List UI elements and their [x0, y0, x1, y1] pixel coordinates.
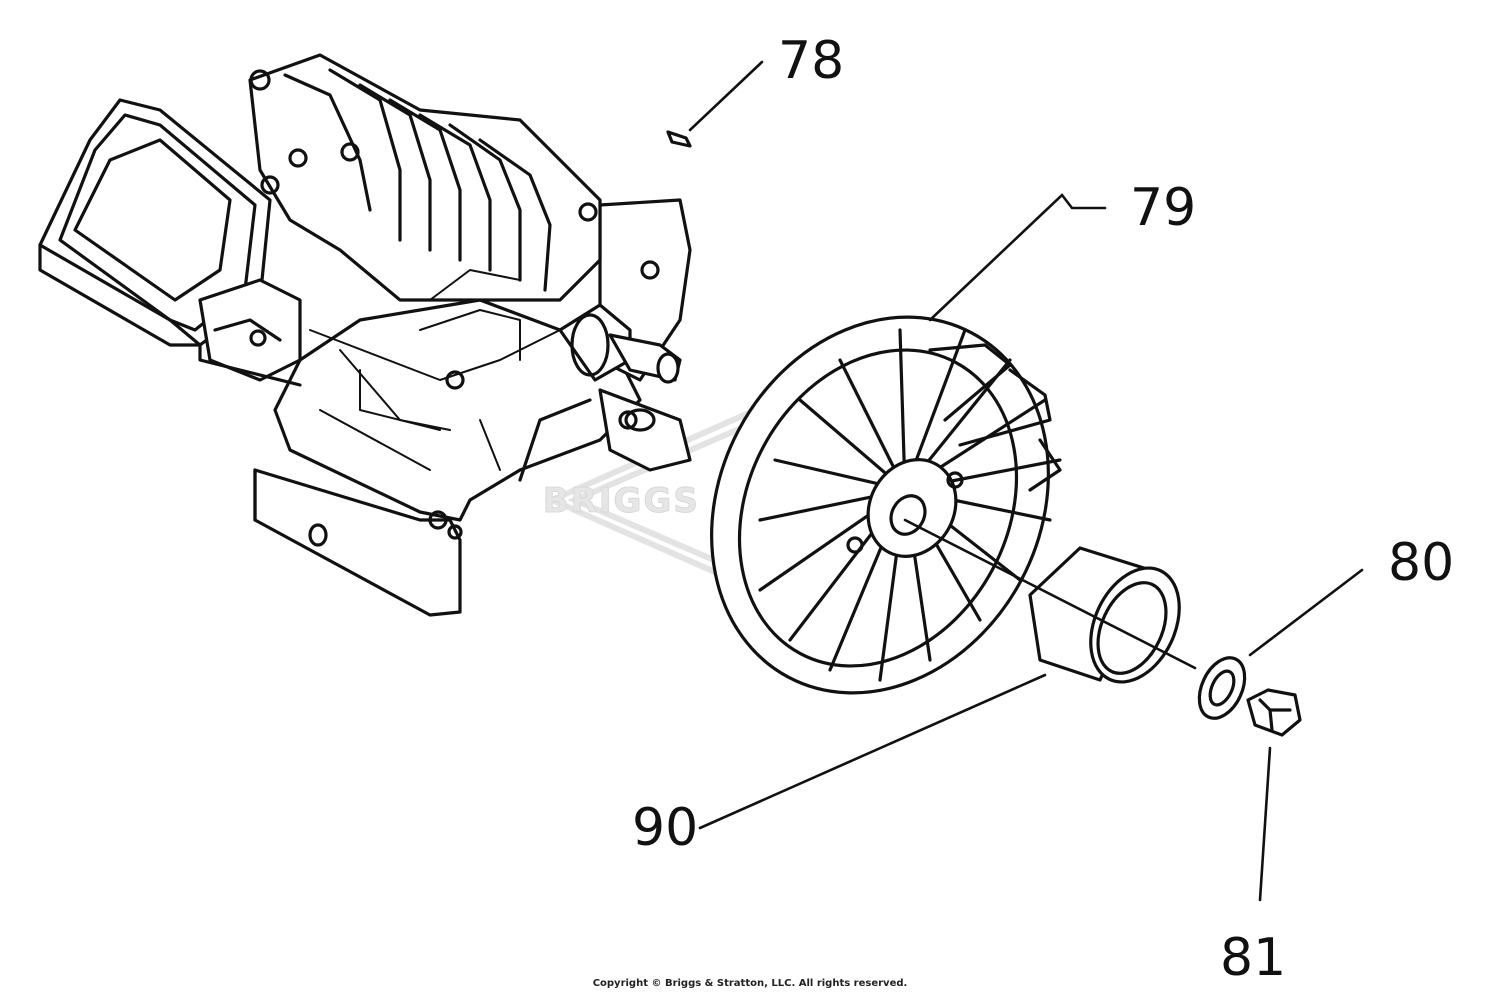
label-part-81: 81 [1220, 928, 1286, 988]
label-part-80: 80 [1388, 533, 1454, 593]
engine-block[interactable] [38, 53, 692, 617]
sleeve-part-90[interactable] [1028, 546, 1197, 696]
label-part-78: 78 [778, 31, 844, 91]
leader-81 [1258, 746, 1272, 902]
label-part-90: 90 [632, 798, 698, 858]
copyright-notice: Copyright © Briggs & Stratton, LLC. All … [592, 978, 908, 989]
shaft-axis-line [903, 518, 1197, 670]
leader-79 [928, 193, 1107, 322]
leader-90 [698, 673, 1047, 830]
nut-part-81[interactable] [1246, 688, 1302, 737]
flywheel-part-79[interactable] [647, 258, 1113, 753]
washer-part-80[interactable] [1190, 651, 1253, 726]
leader-80 [1248, 568, 1364, 657]
flywheel-key-part-78[interactable] [666, 130, 692, 148]
label-part-79: 79 [1130, 178, 1196, 238]
leader-78 [688, 60, 764, 132]
